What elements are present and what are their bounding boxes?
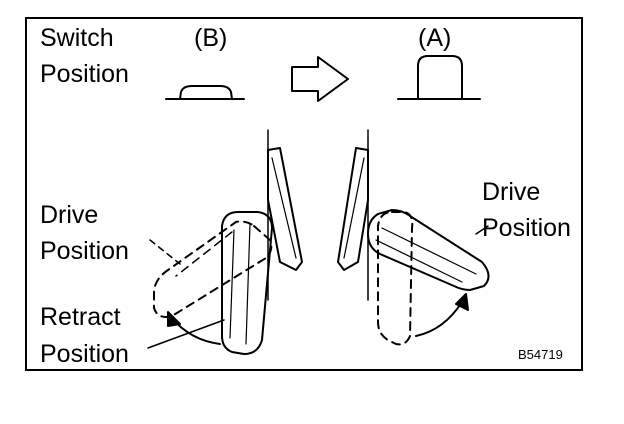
- switch-a-icon: [397, 55, 481, 100]
- figure-code: B54719: [518, 347, 563, 362]
- left-mirror-base: [267, 147, 303, 271]
- switch-b-icon: [165, 85, 245, 100]
- retract-position-label: Position: [40, 340, 129, 368]
- switch-b-label: (B): [194, 24, 228, 52]
- diagram-frame: [25, 17, 583, 371]
- arrow-right-icon: [291, 56, 349, 102]
- switch-label: Switch: [40, 24, 114, 52]
- drive-right-label: Drive: [482, 178, 541, 206]
- retract-label: Retract: [40, 303, 121, 331]
- drive-leader-line: [149, 239, 181, 265]
- drive-position-label: Position: [40, 237, 129, 265]
- left-mirror-drive-dashed: [153, 220, 273, 318]
- retract-leader-line: [147, 319, 225, 349]
- right-mirror-base: [337, 147, 369, 271]
- switch-position-label: Position: [40, 60, 129, 88]
- left-mirror-retracted: [221, 211, 273, 355]
- drive-right-leader-line: [475, 225, 489, 235]
- right-mirror-retracted-dashed: [377, 211, 414, 346]
- drive-label: Drive: [40, 201, 99, 229]
- drive-right-position-label: Position: [482, 214, 571, 242]
- drive-arrow-icon: [415, 301, 463, 337]
- switch-a-label: (A): [418, 24, 452, 52]
